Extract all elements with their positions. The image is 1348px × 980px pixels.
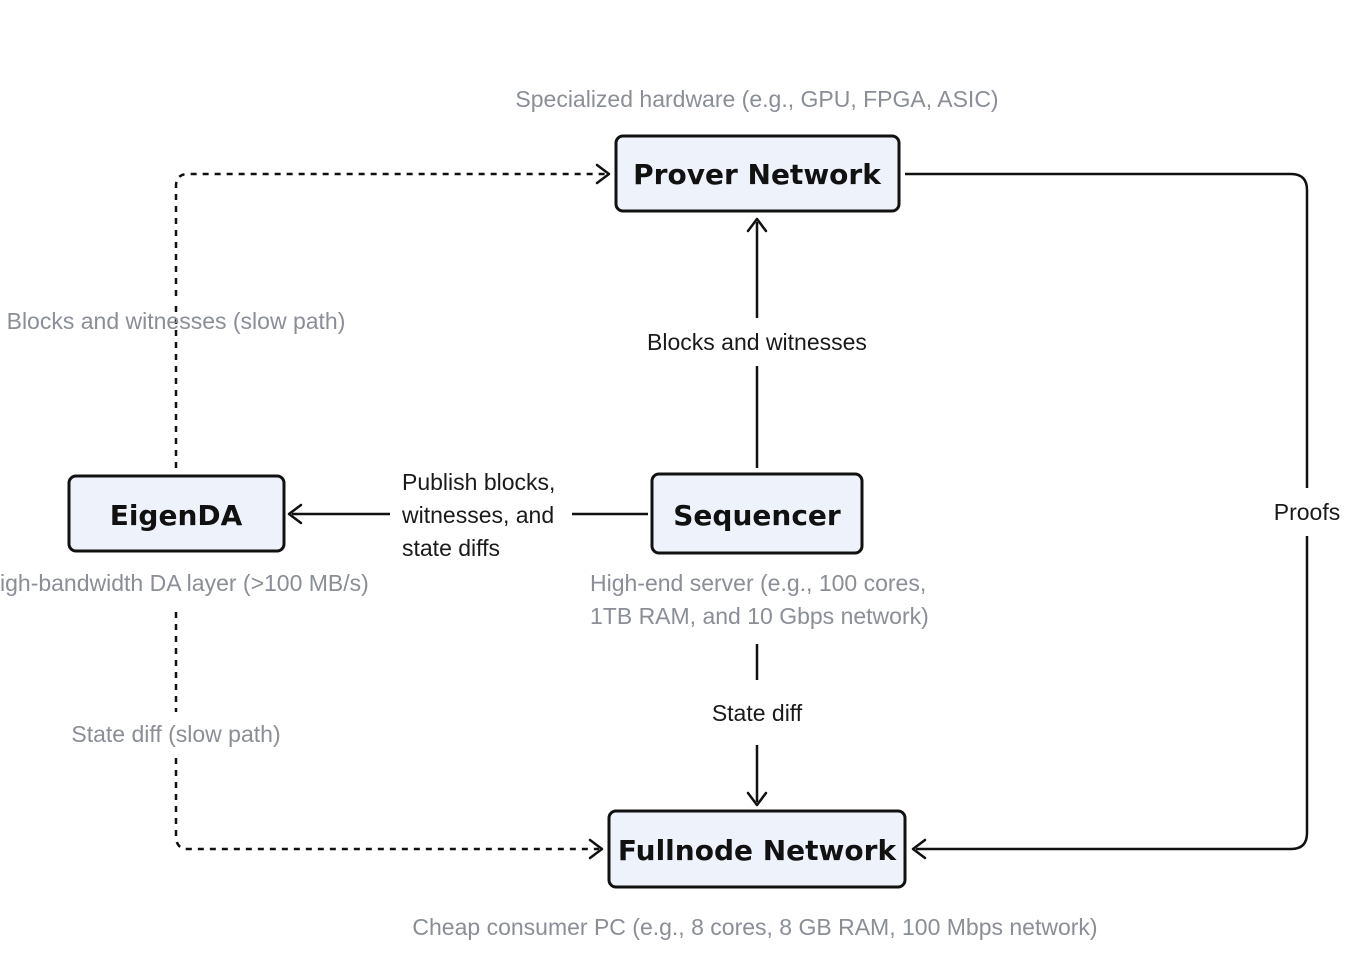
blocks-and-witnesses-label: Blocks and witnesses xyxy=(647,329,867,355)
edge-state-diff xyxy=(746,644,768,807)
publish-label-line-1: Publish blocks, xyxy=(402,469,555,495)
eigenda-node: EigenDA xyxy=(67,474,286,553)
fullnode-network-node: Fullnode Network xyxy=(607,809,907,889)
state-diff-slow-path-label: State diff (slow path) xyxy=(71,721,280,747)
edge-state-diff-slow-path xyxy=(174,612,604,860)
prover-network-caption: Specialized hardware (e.g., GPU, FPGA, A… xyxy=(515,86,998,112)
edge-blocks-slow-path xyxy=(174,163,611,468)
sequencer-label: Sequencer xyxy=(673,499,841,532)
edge-blocks-and-witnesses xyxy=(746,217,768,468)
eigenda-label: EigenDA xyxy=(110,499,243,532)
sequencer-node: Sequencer xyxy=(650,472,864,555)
prover-network-label: Prover Network xyxy=(633,158,882,191)
sequencer-caption-line-2: 1TB RAM, and 10 Gbps network) xyxy=(590,603,929,629)
proofs-label: Proofs xyxy=(1274,499,1340,525)
fullnode-network-caption: Cheap consumer PC (e.g., 8 cores, 8 GB R… xyxy=(412,914,1097,940)
sequencer-caption-line-1: High-end server (e.g., 100 cores, xyxy=(590,570,926,596)
publish-label-line-3: state diffs xyxy=(402,535,500,561)
edge-publish xyxy=(287,503,648,525)
edge-proofs xyxy=(905,172,1309,860)
blocks-slow-path-label: Blocks and witnesses (slow path) xyxy=(7,308,346,334)
eigenda-caption: igh-bandwidth DA layer (>100 MB/s) xyxy=(0,570,369,596)
state-diff-label: State diff xyxy=(712,700,803,726)
publish-label-line-2: witnesses, and xyxy=(401,502,554,528)
prover-network-node: Prover Network xyxy=(614,134,901,213)
fullnode-network-label: Fullnode Network xyxy=(618,834,898,867)
